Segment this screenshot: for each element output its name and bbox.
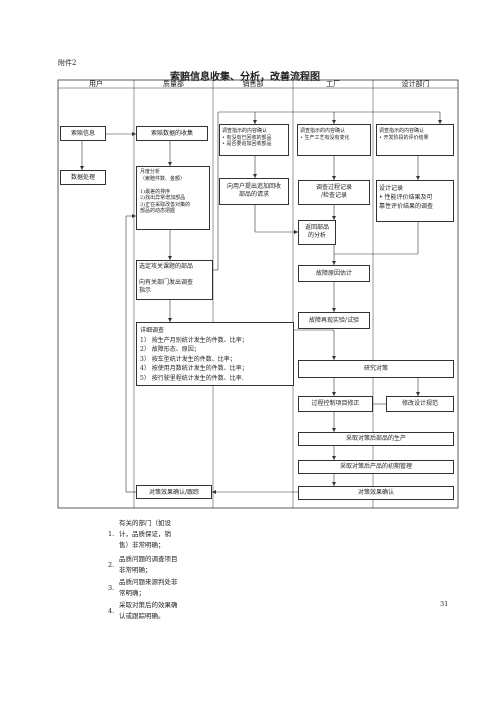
return-parts-box: 返回部品 的分析: [298, 220, 336, 245]
note-item: 4. 采取对策后的效果确 认或跟踪明确。: [108, 601, 178, 620]
factory-confirm-box: 对策效果确认: [298, 486, 454, 500]
attachment-label: 附件2: [58, 59, 77, 67]
lane-user: 用户: [89, 80, 103, 88]
cause-estimate-box: 故障原因估计: [298, 265, 370, 282]
lane-quality: 质量部: [163, 80, 184, 88]
design-record-box: 设计记录 • 性能评价结果及可 靠性评价结果的调查: [376, 180, 454, 222]
note-item: 1. 有关的部门（如设 计，品质保证，销 售）非常明确；: [108, 519, 171, 549]
claim-info-box: 索赔信息: [60, 126, 106, 141]
lane-sales: 销售部: [242, 80, 264, 88]
factory-check-box: 调查指示的内容确认 • 生产工艺有没有变化: [297, 124, 371, 156]
sales-request-box: 向用户提出追加回收 部品的请求: [219, 178, 289, 205]
process-record-box: 调查过程记录 /检查记录: [298, 180, 370, 205]
monthly-analysis-box: 月度分析 （索赔件数、金额） 1)最差的排序 2)找出异常增加部品 3)正在采取…: [136, 166, 210, 230]
note-item: 2. 品质问题的调查项目 非常明确；: [108, 555, 178, 574]
page-title: 索赔信息收集、分析，改善流程图: [170, 72, 320, 83]
process-fix-box: 过程控制项目修正: [298, 396, 373, 412]
detail-investigation-box: 详细调查 1） 按生产月别统计发生的件数、比率； 2） 故障形态、原因； 3） …: [136, 322, 294, 386]
reproduce-test-box: 故障再现实验/试验: [298, 312, 370, 329]
spec-fix-box: 修改设计规范: [386, 396, 454, 412]
quality-confirm-box: 对策效果确认/跟踪: [136, 485, 212, 499]
page-number: 31: [440, 600, 449, 608]
select-parts-box: 选定攻关课题的部品 向有关部门发出调查 指示: [136, 260, 213, 300]
lane-design: 设计部门: [401, 80, 430, 88]
design-check-box: 调查指示的内容确认 • 开发阶段的评价结果: [376, 124, 454, 156]
lane-factory: 工厂: [326, 80, 340, 88]
research-box: 研究对策: [298, 360, 454, 378]
produce-box: 采取对策后部品的生产: [298, 432, 454, 446]
sales-check-box: 调查指示的内容确认 • 有没有已回收的部品 • 是否要追加回收部品: [219, 124, 289, 156]
data-process-box: 数据处理: [60, 170, 106, 185]
collect-box: 索赔数据的收集: [136, 126, 208, 141]
note-item: 3. 品质问题来源判处非 常明确；: [108, 578, 178, 597]
initial-control-box: 采取对策后产品的初期管理: [298, 460, 454, 474]
notes-list: 1. 有关的部门（如设 计，品质保证，销 售）非常明确； 2. 品质问题的调查项…: [108, 518, 228, 623]
